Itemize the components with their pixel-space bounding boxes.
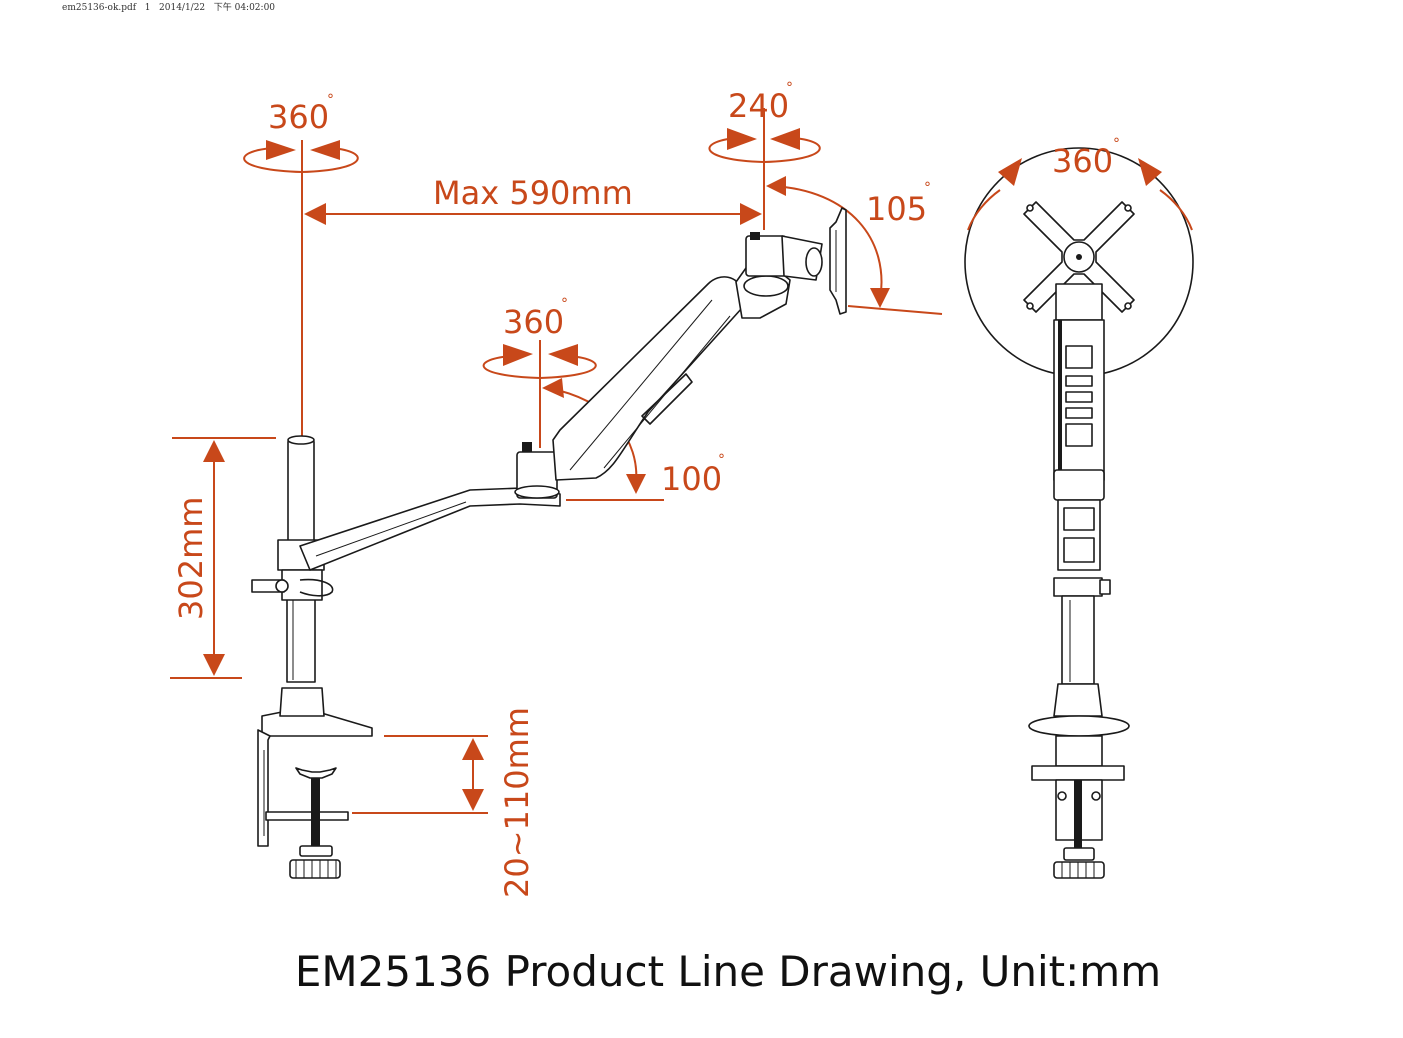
max-reach-dimension — [304, 152, 765, 230]
file-header: em25136-ok.pdf 1 2014/1/22 下午 04:02:00 — [62, 3, 276, 13]
screen-rotation-label: 360 — [1052, 142, 1113, 180]
degree-mark: ° — [786, 80, 793, 96]
degree-mark: ° — [1113, 136, 1120, 152]
head-rotation-label: 240 — [728, 87, 789, 125]
clamp-range-label: 20~110mm — [498, 707, 536, 898]
clamp-range-dimension — [352, 735, 488, 814]
side-view-mount — [251, 207, 847, 879]
arm-rotation-label: 360 — [503, 303, 564, 341]
tilt-dimension — [766, 176, 943, 315]
lift-angle-label: 100 — [661, 460, 722, 498]
degree-mark: ° — [561, 296, 568, 312]
lift-dimension — [542, 378, 664, 501]
pole-rotation-label: 360 — [268, 98, 329, 136]
max-reach-label: Max 590mm — [433, 174, 633, 212]
degree-mark: ° — [924, 180, 931, 196]
pole-height-dimension — [170, 437, 276, 679]
pole-rotation-dimension — [243, 140, 359, 436]
arm-rotation-dimension — [482, 340, 597, 448]
drawing-caption: EM25136 Product Line Drawing, Unit:mm — [295, 947, 1161, 996]
head-rotation-dimension — [708, 108, 821, 164]
tilt-angle-label: 105 — [866, 190, 927, 228]
front-view-mount — [964, 147, 1194, 879]
degree-mark: ° — [327, 92, 334, 108]
pole-height-label: 302mm — [172, 497, 210, 620]
degree-mark: ° — [718, 452, 725, 468]
